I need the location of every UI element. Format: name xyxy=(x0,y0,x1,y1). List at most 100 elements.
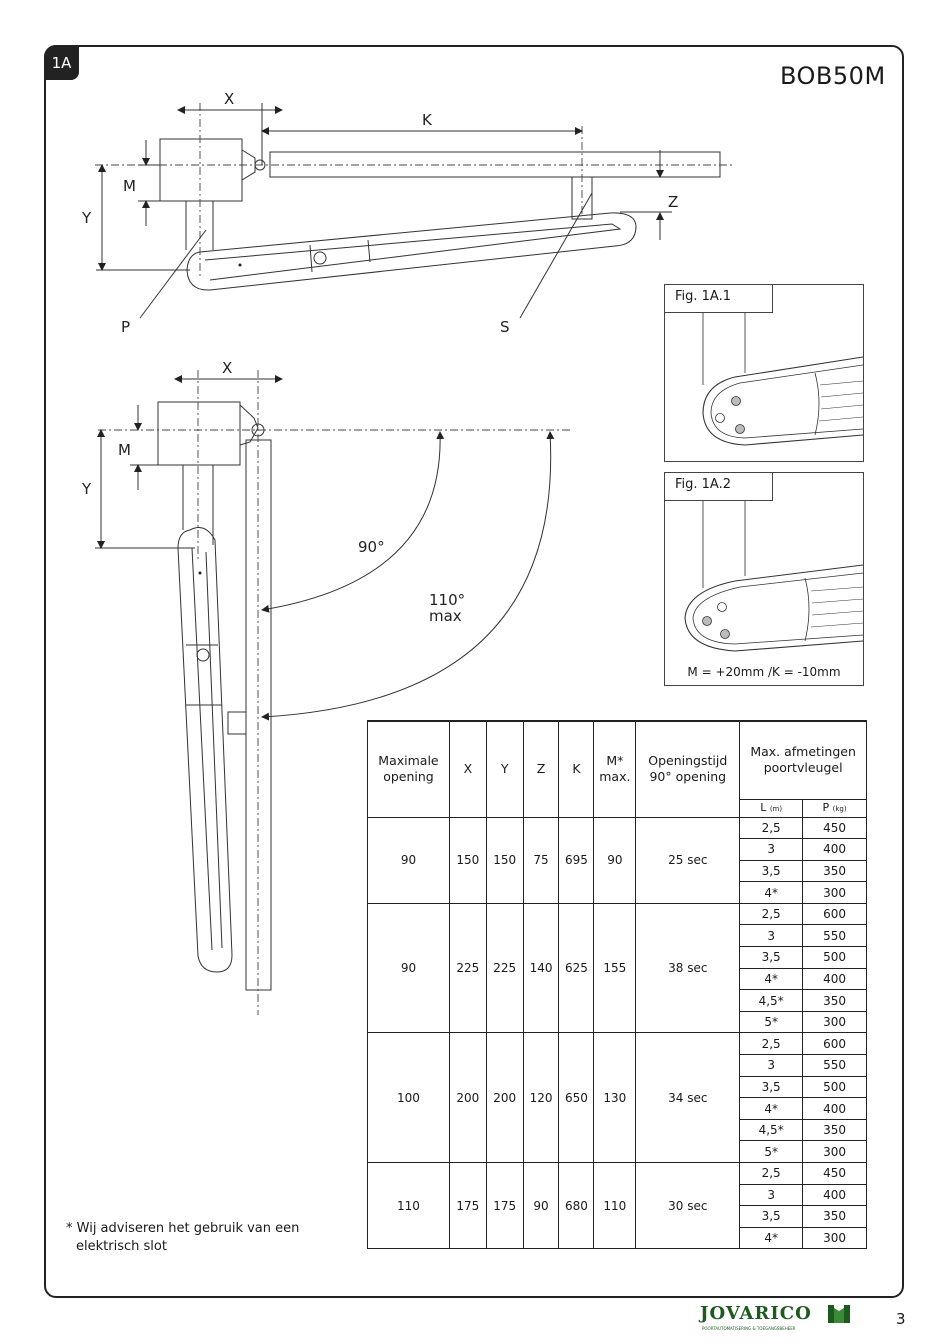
cell-p: 300 xyxy=(802,1140,867,1163)
dim-k-label: K xyxy=(422,111,433,129)
cell-l: 2,5 xyxy=(739,902,804,926)
cell-p: 500 xyxy=(802,946,867,969)
figure-1a1-drawing xyxy=(702,313,863,446)
cell-time: 25 sec xyxy=(635,816,741,904)
cell-x: 225 xyxy=(448,902,487,1034)
dim-m-label: M xyxy=(123,177,136,195)
header-y: Y xyxy=(485,720,524,818)
angle-90-label: 90° xyxy=(358,538,385,556)
cell-l: 3 xyxy=(739,838,804,861)
cell-m: 110 xyxy=(593,1161,637,1250)
cell-z: 120 xyxy=(522,1032,560,1163)
cell-l: 3,5 xyxy=(739,859,804,883)
header-m-max: M* max. xyxy=(593,720,637,818)
cell-l: 4* xyxy=(739,1226,804,1250)
cell-time: 38 sec xyxy=(635,902,741,1034)
table-row: 4*400 xyxy=(368,1097,867,1120)
dim-y-label-2: Y xyxy=(81,480,92,498)
cell-m: 155 xyxy=(593,902,637,1034)
dim-m-label-2: M xyxy=(118,441,131,459)
cell-l: 2,5 xyxy=(739,1162,804,1185)
cell-l: 4,5* xyxy=(739,989,804,1012)
cell-p: 400 xyxy=(802,1097,867,1120)
header-opening: Maximale opening xyxy=(367,720,450,818)
specification-table: Maximale opening X Y Z K M* max. Opening… xyxy=(367,720,867,1250)
page-frame xyxy=(44,45,904,1298)
open-position-drawing: X M Y 90° 110° max xyxy=(81,359,570,1015)
top-view-drawing: X K M Y Z P S xyxy=(81,90,735,336)
cell-opening: 100 xyxy=(367,1032,450,1163)
gate-beam xyxy=(269,151,721,178)
cell-l: 3,5 xyxy=(739,946,804,969)
cell-y: 225 xyxy=(485,902,524,1034)
cell-p: 350 xyxy=(802,1205,867,1228)
cell-p: 600 xyxy=(802,902,867,926)
cell-p: 300 xyxy=(802,1226,867,1250)
figure-1a1-label: Fig. 1A.1 xyxy=(665,285,773,313)
cell-l: 2,5 xyxy=(739,816,804,840)
cell-p: 400 xyxy=(802,967,867,991)
angle-110-label: 110° xyxy=(429,591,465,609)
figure-1a2-caption: M = +20mm /K = -10mm xyxy=(687,665,841,679)
dim-x-label: X xyxy=(224,90,234,108)
cell-l: 3,5 xyxy=(739,1075,804,1099)
cell-x: 150 xyxy=(448,816,487,904)
arm xyxy=(186,212,637,291)
cell-l: 3 xyxy=(739,924,804,948)
gate-logo-icon xyxy=(828,1305,851,1323)
cell-y: 175 xyxy=(485,1161,524,1250)
motor-box xyxy=(159,138,243,202)
cell-p: 400 xyxy=(802,838,867,861)
figure-1a2: Fig. 1A.2 M = +20mm /K = -10mm xyxy=(664,472,864,686)
cell-p: 350 xyxy=(802,989,867,1012)
table-row: 4*300 xyxy=(368,1226,867,1250)
cell-p: 300 xyxy=(802,1010,867,1034)
cell-l: 3,5 xyxy=(739,1205,804,1228)
brand-tagline: POORTAUTOMATISERING & TOEGANGSBEHEER xyxy=(702,1326,796,1331)
cell-l: 3 xyxy=(739,1183,804,1207)
footnote: * Wij adviseren het gebruik van een elek… xyxy=(66,1220,299,1256)
cell-p: 350 xyxy=(802,1118,867,1142)
cell-l: 2,5 xyxy=(739,1032,804,1056)
label-s: S xyxy=(500,318,510,336)
cell-p: 350 xyxy=(802,859,867,883)
cell-m: 90 xyxy=(593,816,637,904)
gate-open xyxy=(245,439,272,991)
cell-p: 400 xyxy=(802,1183,867,1207)
dim-z-label: Z xyxy=(668,193,678,211)
header-l: L (m) xyxy=(739,798,804,818)
cell-p: 450 xyxy=(802,816,867,840)
cell-k: 695 xyxy=(558,816,595,904)
cell-p: 550 xyxy=(802,924,867,948)
brand-name: JOVARICO xyxy=(700,1303,812,1324)
cell-k: 680 xyxy=(558,1161,595,1250)
cell-m: 130 xyxy=(593,1032,637,1163)
cell-p: 300 xyxy=(802,881,867,904)
cell-l: 4* xyxy=(739,967,804,991)
cell-k: 625 xyxy=(558,902,595,1034)
header-time: Openingstijd 90° opening xyxy=(635,720,741,818)
figure-1a1: Fig. 1A.1 xyxy=(664,284,864,462)
cell-x: 200 xyxy=(448,1032,487,1163)
cell-z: 75 xyxy=(522,816,560,904)
model-title: BOB50M xyxy=(780,62,886,90)
cell-z: 90 xyxy=(522,1161,560,1250)
cell-l: 5* xyxy=(739,1140,804,1163)
header-dims: Max. afmetingen poortvleugel xyxy=(739,720,867,800)
cell-l: 3 xyxy=(739,1054,804,1077)
angle-110-max-label: max xyxy=(429,607,462,625)
cell-time: 34 sec xyxy=(635,1032,741,1163)
dim-y-label: Y xyxy=(81,209,92,227)
header-k: K xyxy=(558,720,595,818)
cell-k: 650 xyxy=(558,1032,595,1163)
